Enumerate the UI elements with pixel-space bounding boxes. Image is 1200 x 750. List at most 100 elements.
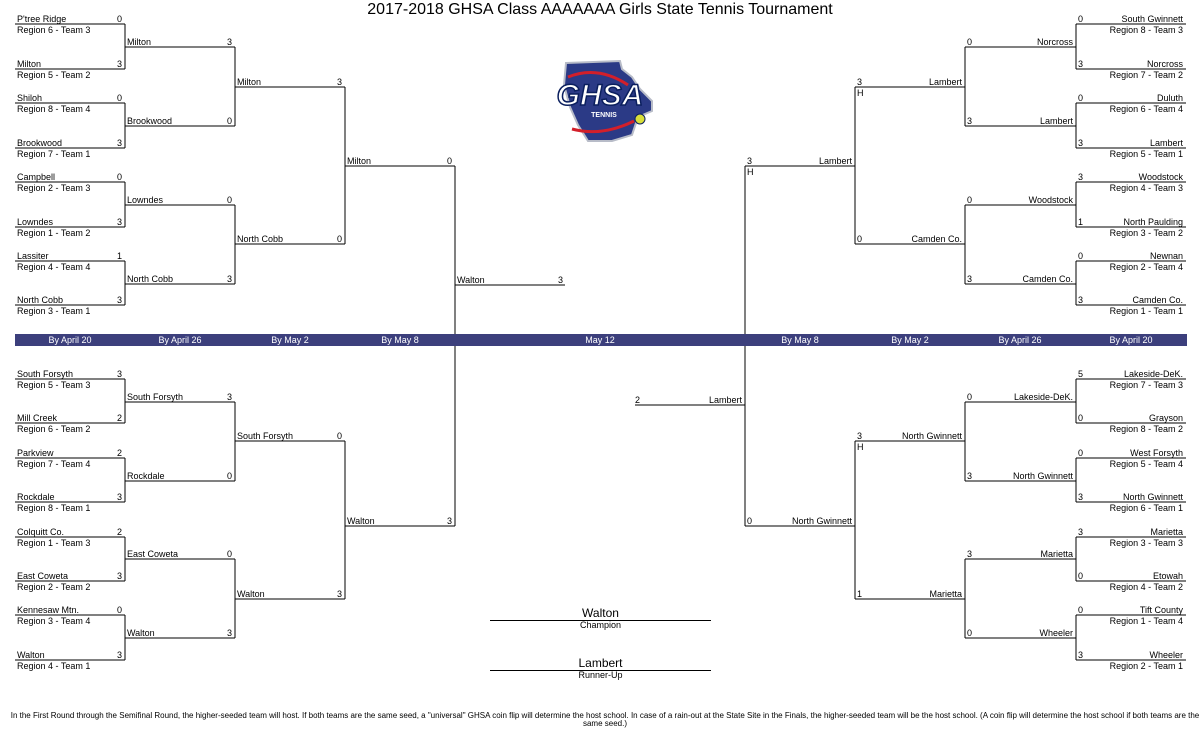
right-r3-host: H bbox=[857, 442, 864, 452]
left-r3-score: 3 bbox=[336, 77, 342, 87]
right-r1-team: Lakeside-DeK. bbox=[1123, 369, 1183, 379]
left-r1-score: 0 bbox=[116, 605, 122, 615]
left-r2-team: Rockdale bbox=[127, 471, 165, 481]
left-r2-team: Milton bbox=[127, 37, 152, 47]
left-r2-score: 3 bbox=[226, 274, 232, 284]
right-r1-region: Region 4 - Team 3 bbox=[1109, 183, 1183, 193]
left-r1-region: Region 4 - Team 1 bbox=[17, 661, 91, 671]
left-r2-team: South Forsyth bbox=[127, 392, 184, 402]
right-r4-host: H bbox=[747, 167, 754, 177]
left-r2-team: Walton bbox=[127, 628, 155, 638]
right-r1-team: Wheeler bbox=[1149, 650, 1183, 660]
left-r1-score: 3 bbox=[116, 138, 122, 148]
left-r1-score: 2 bbox=[116, 413, 122, 423]
left-r1-score: 3 bbox=[116, 217, 122, 227]
left-r1-team: Lassiter bbox=[17, 251, 49, 261]
right-r1-score: 3 bbox=[1078, 59, 1084, 69]
right-r2-score: 3 bbox=[967, 274, 973, 284]
right-r2-team: Lambert bbox=[1039, 116, 1073, 126]
left-r3-score: 0 bbox=[336, 431, 342, 441]
left-r1-region: Region 4 - Team 4 bbox=[17, 262, 91, 272]
right-r1-region: Region 2 - Team 1 bbox=[1109, 661, 1183, 671]
right-r2-team: Norcross bbox=[1036, 37, 1073, 47]
left-r1-team: Rockdale bbox=[17, 492, 55, 502]
left-r1-region: Region 6 - Team 3 bbox=[17, 25, 91, 35]
left-r1-team: Shiloh bbox=[17, 93, 43, 103]
left-r1-region: Region 2 - Team 3 bbox=[17, 183, 91, 193]
round-label-final: May 12 bbox=[585, 335, 615, 345]
left-r3-team: North Cobb bbox=[237, 234, 284, 244]
right-r4-team: North Gwinnett bbox=[791, 516, 852, 526]
left-r1-region: Region 6 - Team 2 bbox=[17, 424, 91, 434]
left-r1-region: Region 1 - Team 3 bbox=[17, 538, 91, 548]
runner-up-line bbox=[490, 670, 711, 671]
right-r1-region: Region 6 - Team 4 bbox=[1109, 104, 1183, 114]
left-r1-team: Campbell bbox=[17, 172, 56, 182]
right-r1-team: South Gwinnett bbox=[1121, 14, 1183, 24]
right-r2-team: Marietta bbox=[1040, 549, 1073, 559]
left-r1-team: Kennesaw Mtn. bbox=[17, 605, 80, 615]
left-r1-team: South Forsyth bbox=[17, 369, 74, 379]
right-r1-score: 3 bbox=[1078, 527, 1084, 537]
right-r2-team: Lakeside-DeK. bbox=[1013, 392, 1073, 402]
right-r1-team: Tift County bbox=[1139, 605, 1183, 615]
left-r1-team: Colquitt Co. bbox=[17, 527, 65, 537]
left-r1-region: Region 2 - Team 2 bbox=[17, 582, 91, 592]
right-r2-team: Wheeler bbox=[1039, 628, 1073, 638]
right-r3-score: 3 bbox=[857, 431, 863, 441]
right-r1-region: Region 2 - Team 4 bbox=[1109, 262, 1183, 272]
right-r4-score: 3 bbox=[747, 156, 753, 166]
right-r1-region: Region 6 - Team 1 bbox=[1109, 503, 1183, 513]
left-r1-team: Parkview bbox=[17, 448, 54, 458]
left-r1-team: Walton bbox=[17, 650, 45, 660]
left-r4-score: 3 bbox=[446, 516, 452, 526]
right-r3-host: H bbox=[857, 88, 864, 98]
right-r1-score: 3 bbox=[1078, 295, 1084, 305]
round-label-left-2: By April 26 bbox=[158, 335, 202, 345]
right-r1-team: Grayson bbox=[1148, 413, 1183, 423]
left-r2-team: Lowndes bbox=[127, 195, 164, 205]
left-r2-score: 3 bbox=[226, 37, 232, 47]
right-r1-region: Region 3 - Team 2 bbox=[1109, 228, 1183, 238]
left-r1-score: 3 bbox=[116, 295, 122, 305]
round-label-left-1: By April 20 bbox=[48, 335, 92, 345]
runner-up-name: Lambert bbox=[578, 656, 623, 670]
right-r1-region: Region 8 - Team 3 bbox=[1109, 25, 1183, 35]
right-r1-score: 0 bbox=[1078, 93, 1084, 103]
right-final-score: 2 bbox=[635, 395, 641, 405]
right-r1-score: 3 bbox=[1078, 650, 1084, 660]
round-label-left-3: By May 2 bbox=[271, 335, 309, 345]
right-r1-score: 5 bbox=[1078, 369, 1084, 379]
round-label-right-4: By May 8 bbox=[781, 335, 819, 345]
left-r3-team: South Forsyth bbox=[237, 431, 294, 441]
right-r1-score: 0 bbox=[1078, 14, 1084, 24]
right-r1-team: Woodstock bbox=[1138, 172, 1183, 182]
right-r1-region: Region 3 - Team 3 bbox=[1109, 538, 1183, 548]
left-r3-score: 3 bbox=[336, 589, 342, 599]
left-r1-score: 0 bbox=[116, 93, 122, 103]
page-title: 2017-2018 GHSA Class AAAAAAA Girls State… bbox=[367, 1, 833, 18]
georgia-map-icon: GHSA TENNIS bbox=[556, 59, 653, 142]
left-r1-team: East Coweta bbox=[17, 571, 69, 581]
right-r1-region: Region 7 - Team 2 bbox=[1109, 70, 1183, 80]
right-r2-team: Woodstock bbox=[1028, 195, 1073, 205]
right-r1-score: 3 bbox=[1078, 172, 1084, 182]
svg-text:GHSA: GHSA bbox=[557, 79, 644, 112]
champion-line bbox=[490, 620, 711, 621]
left-r1-score: 3 bbox=[116, 571, 122, 581]
left-r4-team: Milton bbox=[347, 156, 372, 166]
left-r2-score: 0 bbox=[226, 195, 232, 205]
right-r1-team: Newnan bbox=[1149, 251, 1183, 261]
right-r1-region: Region 8 - Team 2 bbox=[1109, 424, 1183, 434]
left-r1-team: North Cobb bbox=[17, 295, 64, 305]
left-r1-region: Region 8 - Team 1 bbox=[17, 503, 91, 513]
left-r1-score: 1 bbox=[116, 251, 122, 261]
right-r2-score: 0 bbox=[967, 392, 973, 402]
rounds-band: By April 20 By April 26 By May 2 By May … bbox=[15, 334, 1187, 346]
right-r1-score: 1 bbox=[1078, 217, 1084, 227]
right-r1-team: Lambert bbox=[1149, 138, 1183, 148]
right-r4-score: 0 bbox=[747, 516, 753, 526]
right-r2-score: 3 bbox=[967, 116, 973, 126]
right-r3-score: 3 bbox=[857, 77, 863, 87]
right-r1-region: Region 1 - Team 1 bbox=[1109, 306, 1183, 316]
